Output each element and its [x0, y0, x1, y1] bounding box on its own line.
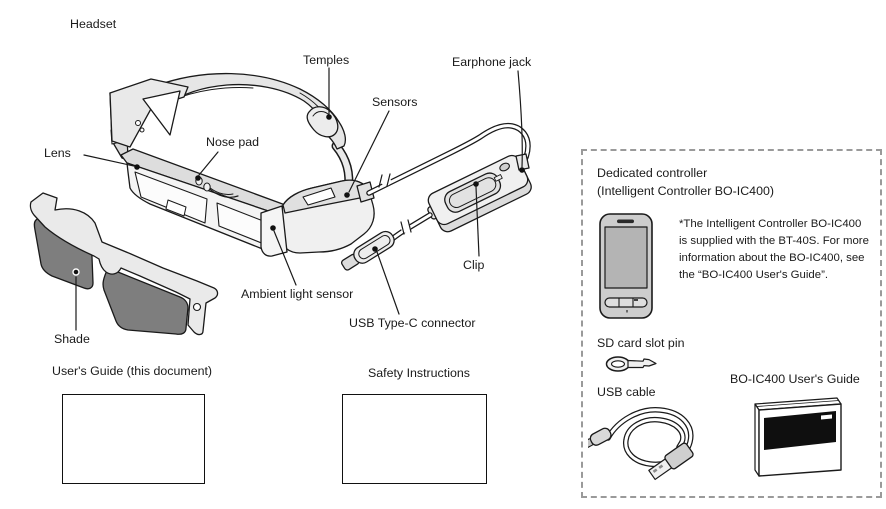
sd-pin-illustration — [605, 356, 657, 372]
bo-ic400-users-guide-label: BO-IC400 User's Guide — [730, 372, 860, 386]
earphone-jack-leader-line — [517, 70, 523, 168]
booklet-logo — [821, 414, 832, 420]
usb-type-c-leader-line — [376, 251, 400, 315]
cable-break-mark — [400, 219, 412, 235]
clip-label: Clip — [463, 258, 485, 272]
nose-pad-leader-line — [198, 151, 219, 176]
users-guide-box — [62, 394, 205, 484]
controller-note-line2: is supplied with the BT-40S. For more — [679, 235, 869, 247]
earphone-jack-label: Earphone jack — [452, 55, 532, 69]
phone-screen — [604, 226, 648, 289]
bo-ic400-guide-illustration — [754, 397, 842, 477]
usb-cable-illustration — [588, 407, 694, 481]
safety-instructions-label: Safety Instructions — [368, 366, 470, 380]
nose-pad-label: Nose pad — [206, 135, 260, 149]
lens-leader-line — [83, 154, 135, 167]
temples-label: Temples — [303, 53, 350, 67]
controller-cable-assembly — [341, 122, 532, 271]
controller-title-line2: (Intelligent Controller BO-IC400) — [597, 184, 774, 198]
ambient-light-sensor-leader-line — [273, 230, 297, 286]
users-guide-label: User's Guide (this document) — [52, 364, 213, 378]
shade-label: Shade — [54, 332, 90, 346]
phone-speaker-slot — [617, 219, 634, 224]
booklet-band — [764, 411, 836, 450]
sensors-leader-line — [348, 110, 390, 193]
usb-cable-label: USB cable — [597, 385, 656, 399]
phone-button-bar — [604, 297, 648, 308]
usb-c-end — [588, 427, 612, 449]
usb-type-c-connector-label: USB Type-C connector — [349, 316, 476, 330]
sd-card-slot-pin-label: SD card slot pin — [597, 336, 685, 350]
sensors-label: Sensors — [372, 95, 418, 109]
safety-instructions-box — [342, 394, 487, 484]
shade-illustration — [29, 192, 219, 336]
clip-device — [427, 154, 532, 233]
lens-label: Lens — [44, 146, 71, 160]
headset-illustration — [109, 72, 375, 257]
headset-section-title: Headset — [70, 17, 117, 31]
controller-note-line4: the “BO-IC400 User's Guide”. — [679, 269, 829, 281]
cable-break-mark — [378, 173, 391, 188]
controller-note-line3: information about the BO-IC400, see — [679, 252, 865, 264]
leader-lines — [72, 67, 525, 331]
ambient-light-sensor-label: Ambient light sensor — [241, 287, 354, 301]
usb-a-end — [648, 442, 694, 481]
controller-phone-illustration — [599, 213, 653, 319]
clip-leader-line — [475, 186, 480, 257]
controller-title-line1: Dedicated controller — [597, 166, 708, 180]
controller-note-line1: *The Intelligent Controller BO-IC400 — [679, 218, 862, 230]
